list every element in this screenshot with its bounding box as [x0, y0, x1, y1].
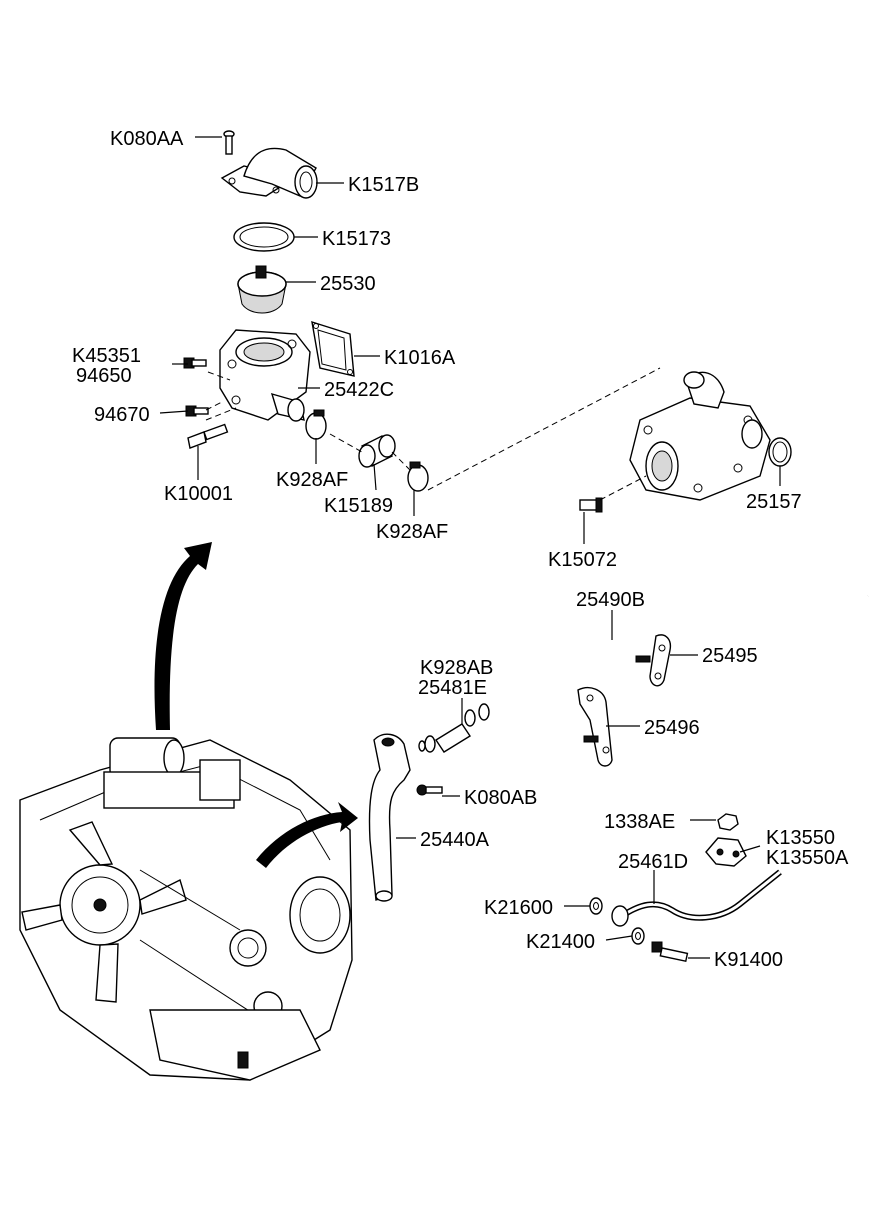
label-k13550: K13550 [766, 827, 835, 849]
bypass-hose-k15189 [358, 434, 396, 468]
label-k1517b: K1517B [348, 174, 419, 196]
gasket-ring-k15173 [233, 222, 295, 252]
label-k15072: K15072 [548, 549, 617, 571]
label-25490b: 25490B [576, 589, 645, 611]
bolt-k080aa [223, 130, 235, 155]
label-k928af-2: K928AF [376, 521, 448, 543]
pump-o-ring-25157 [768, 437, 792, 467]
label-k15189: K15189 [324, 495, 393, 517]
label-k45351: K45351 [72, 345, 141, 367]
label-25495: 25495 [702, 645, 758, 667]
label-k1016a: K1016A [384, 347, 456, 369]
water-pipe-25440a [368, 733, 411, 902]
label-k10001: K10001 [164, 483, 233, 505]
label-25157: 25157 [746, 491, 802, 513]
pipe-bracket-25496 [577, 686, 613, 767]
label-25422c: 25422C [324, 379, 394, 401]
oil-pipe-25461d [611, 869, 782, 927]
label-25440a: 25440A [420, 829, 490, 851]
water-pipe-25490b [479, 564, 870, 714]
hose-clamp-1 [305, 409, 327, 440]
drain-fitting-k15072 [579, 497, 603, 513]
hose-k928ab-25481e [418, 703, 490, 753]
water-pump [629, 371, 771, 501]
label-k21600: K21600 [484, 897, 553, 919]
thermostat-housing-25422c [219, 329, 311, 422]
label-25496: 25496 [644, 717, 700, 739]
temperature-sender [185, 405, 209, 417]
label-94650: 94650 [76, 365, 132, 387]
label-25461d: 25461D [618, 851, 688, 873]
label-k15173: K15173 [322, 228, 391, 250]
washer-k21400 [631, 927, 645, 945]
upward-arrow-icon [154, 542, 212, 730]
label-k928ab: K928AB [420, 657, 493, 679]
part-labels: K080AA K1517B K15173 25530 K45351 94650 … [72, 128, 849, 971]
assembly-guide-lines [205, 367, 661, 501]
engine-illustration [19, 737, 353, 1081]
label-k080ab: K080AB [464, 787, 537, 809]
gasket-k1016a [311, 320, 355, 377]
label-k080aa: K080AA [110, 128, 184, 150]
clamp-k13550 [705, 837, 747, 867]
pipe-bracket-25495 [635, 634, 672, 687]
label-25481e: 25481E [418, 677, 487, 699]
hose-clamp-2 [407, 461, 429, 492]
right-arrow-icon [256, 802, 358, 868]
leader-lines [159, 136, 781, 959]
label-94670: 94670 [94, 404, 150, 426]
water-outlet-k1517b [220, 147, 318, 199]
thermostat-25530 [237, 265, 287, 314]
label-k13550a: K13550A [766, 847, 849, 869]
temperature-sensor [183, 357, 207, 369]
label-25530: 25530 [320, 273, 376, 295]
bolt-k91400 [651, 941, 689, 963]
label-k91400: K91400 [714, 949, 783, 971]
washer-k21600 [589, 897, 603, 915]
nut-1338ae [717, 813, 739, 831]
label-1338ae: 1338AE [604, 811, 675, 833]
label-k21400: K21400 [526, 931, 595, 953]
label-k928af-1: K928AF [276, 469, 348, 491]
bolt-k080ab [416, 784, 443, 796]
bolt-k10001 [187, 423, 229, 449]
